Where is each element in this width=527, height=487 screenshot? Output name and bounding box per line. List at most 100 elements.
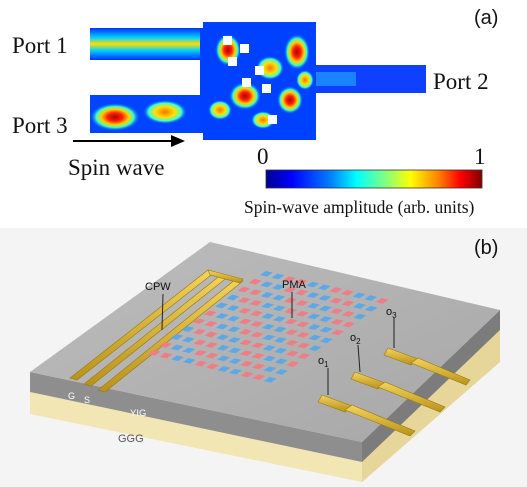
panel-b: (b) CPW PMA G S YIG GGG o1 o2 o3 xyxy=(0,228,527,487)
pma-pad xyxy=(182,347,196,354)
pma-pad xyxy=(228,358,242,364)
pma-pad xyxy=(353,303,366,309)
pma-pad xyxy=(285,339,299,346)
pma-pad xyxy=(272,294,286,301)
pma-pad xyxy=(308,334,322,341)
pma-pad xyxy=(306,281,320,288)
pma-pad xyxy=(342,311,355,317)
pma-pad xyxy=(249,300,263,306)
pma-pad xyxy=(250,321,264,327)
pma-pad xyxy=(182,336,195,343)
pma-label: PMA xyxy=(282,279,307,291)
colorbar-min: 0 xyxy=(257,144,269,169)
pma-pad xyxy=(264,376,277,383)
pma-pad xyxy=(252,374,266,380)
pma-pad xyxy=(238,318,252,325)
panel-a: (a) Port 1 Port 3 Port 2 Spin wave 0 1 S… xyxy=(12,7,498,217)
output-waveguide-o3 xyxy=(383,347,471,386)
pma-pad xyxy=(284,308,298,314)
pma-pad xyxy=(262,334,276,341)
pma-pad xyxy=(272,284,285,290)
cpw-waveguide xyxy=(69,269,244,393)
pma-pad xyxy=(260,292,274,298)
pma-pad xyxy=(342,321,356,328)
o1-label: o1 xyxy=(318,355,329,369)
pma-pad xyxy=(237,286,251,293)
pma-pad xyxy=(215,313,229,319)
pma-pad xyxy=(217,366,231,372)
pma-pad xyxy=(204,331,218,338)
spin-wave-simulation xyxy=(90,22,426,140)
pma-pad xyxy=(341,300,355,307)
pma-pad xyxy=(227,315,240,322)
yig-layer xyxy=(30,372,362,462)
pma-pad xyxy=(204,310,217,317)
pma-pad xyxy=(273,326,287,333)
pma-pad xyxy=(260,270,273,277)
pma-pad xyxy=(274,347,288,354)
pma-pad xyxy=(274,337,287,343)
pma-pad xyxy=(295,289,308,296)
pma-pad xyxy=(296,332,310,338)
pma-pad xyxy=(308,324,321,330)
pma-pad xyxy=(284,318,298,325)
pma-pad xyxy=(376,297,389,304)
pma-pad xyxy=(286,361,300,367)
pma-pad xyxy=(240,371,254,378)
pma-pad xyxy=(261,302,274,309)
pma-pad xyxy=(262,345,276,351)
o2-label: o2 xyxy=(350,332,361,346)
pma-pad xyxy=(283,286,297,293)
pma-pad xyxy=(170,334,184,340)
pma-pad xyxy=(308,345,322,352)
pma-pad xyxy=(330,308,344,315)
pma-pad xyxy=(226,305,240,311)
yig-label: YIG xyxy=(130,408,146,419)
pma-pad xyxy=(194,350,207,356)
pma-pad xyxy=(364,295,378,301)
pma-pad xyxy=(227,326,241,333)
pma-pad xyxy=(238,307,252,314)
pma-pad xyxy=(297,353,311,359)
colorbar-max: 1 xyxy=(474,144,486,169)
pma-pad xyxy=(331,329,344,336)
o3-label: o3 xyxy=(386,306,397,320)
output-waveguide-o1 xyxy=(317,394,416,437)
colorbar xyxy=(265,169,483,189)
pma-pad xyxy=(181,326,195,332)
port3-label: Port 3 xyxy=(12,113,68,138)
pma-pad xyxy=(159,352,173,359)
pma-pad xyxy=(216,334,230,341)
pma-pad xyxy=(193,328,206,335)
pma-pad xyxy=(148,349,161,356)
pma-pad xyxy=(159,342,172,348)
pma-pad xyxy=(273,316,286,322)
pma-pad xyxy=(206,363,219,370)
pma-pad xyxy=(330,297,343,304)
panel-b-label: (b) xyxy=(474,237,498,259)
pma-pad xyxy=(249,289,262,296)
pma-pad xyxy=(205,352,219,359)
pma-pad-array xyxy=(148,270,389,383)
pma-pad xyxy=(297,342,310,349)
pma-pad xyxy=(275,369,288,375)
pma-pad xyxy=(286,350,299,357)
pma-pad xyxy=(260,281,274,288)
pma-pad xyxy=(228,347,242,354)
pma-pad xyxy=(283,276,296,283)
pma-pad xyxy=(239,339,253,346)
pma-pad xyxy=(205,342,218,348)
pma-pad xyxy=(239,329,252,335)
pma-pad xyxy=(217,355,230,362)
cpw-label: CPW xyxy=(145,281,171,293)
pma-pad xyxy=(319,326,333,333)
pma-pad xyxy=(240,360,254,367)
pma-pad xyxy=(182,358,196,364)
pma-pad xyxy=(320,337,333,344)
pma-pad xyxy=(192,318,206,325)
port1-label: Port 1 xyxy=(12,33,68,58)
pma-pad xyxy=(296,321,310,328)
pma-pad xyxy=(285,329,298,336)
pma-pad xyxy=(306,292,320,299)
pma-pad xyxy=(215,302,228,309)
